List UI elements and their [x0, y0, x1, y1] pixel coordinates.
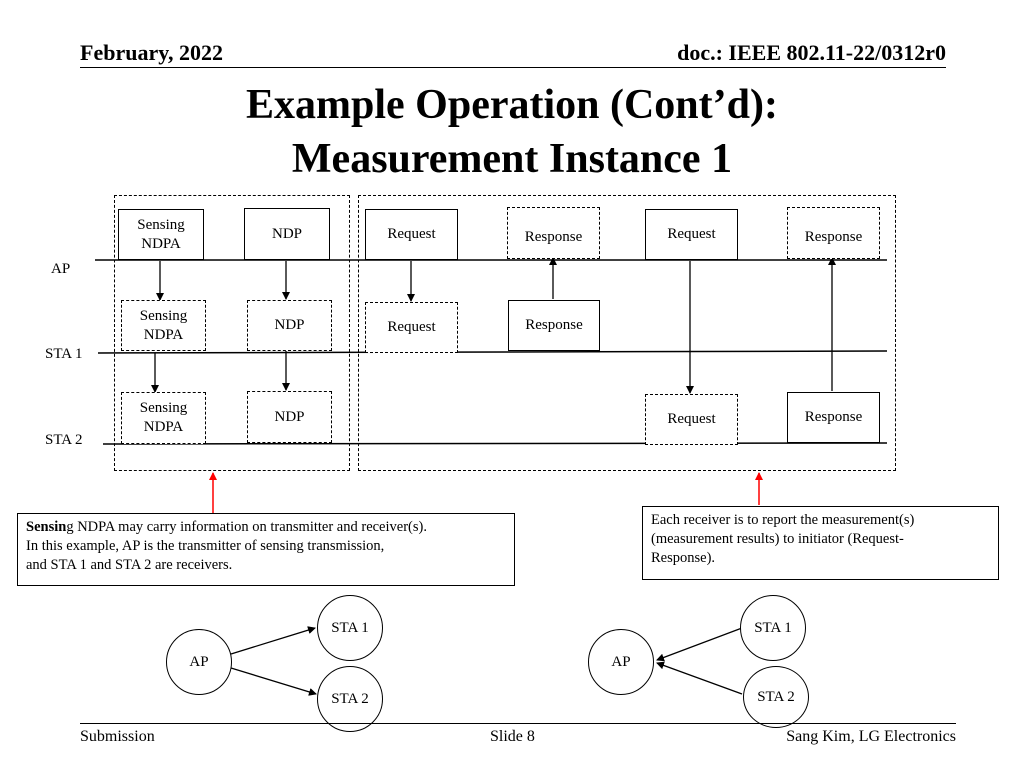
left-note-line-1-rest: g NDPA may carry information on transmit…	[66, 519, 427, 535]
right-note: Each receiver is to report the measureme…	[642, 506, 999, 580]
header-divider	[80, 67, 946, 68]
ap-request-2-label: Request	[667, 226, 716, 242]
sta1-ndp-label: NDP	[274, 317, 305, 333]
ap-ndp-frame: NDP	[244, 208, 330, 260]
footer-submission: Submission	[80, 728, 155, 745]
slide-title: Example Operation (Cont’d): Measurement …	[0, 78, 1024, 186]
sta2-timeline	[102, 442, 888, 445]
sta1-sensing-ndpa-frame: Sensing NDPA	[121, 300, 206, 351]
ap-request-frame-2: Request	[645, 209, 738, 260]
sta2-ndp-label: NDP	[274, 408, 305, 425]
left-graph-sta2-label: STA 2	[331, 690, 369, 707]
title-line-1: Example Operation (Cont’d):	[246, 82, 778, 128]
sta1-timeline	[97, 350, 888, 354]
right-note-line-2: (measurement results) to initiator (Requ…	[651, 531, 904, 547]
sta2-sensing-ndpa-frame: Sensing NDPA	[121, 392, 206, 444]
ap-response-1-label: Response	[524, 229, 583, 245]
sta2-ndp-frame: NDP	[247, 391, 332, 443]
left-note-line-2: In this example, AP is the transmitter o…	[26, 538, 385, 554]
sta1-request-label: Request	[387, 319, 436, 335]
sta2-sensing-ndpa-label: Sensing NDPA	[139, 400, 188, 435]
sounding-phase-region	[114, 195, 350, 471]
left-note-line-1: Sensing NDPA may carry information on tr…	[26, 518, 506, 537]
left-note-line-3: and STA 1 and STA 2 are receivers.	[26, 557, 233, 573]
sta1-label: STA 1	[45, 346, 83, 362]
left-graph-sta1-label: STA 1	[331, 619, 369, 636]
ap-request-frame-1: Request	[365, 209, 458, 260]
ap-label: AP	[51, 261, 71, 277]
footer-author: Sang Kim, LG Electronics	[786, 728, 956, 745]
edge-sta1-ap-right	[656, 627, 743, 662]
header-date: February, 2022	[80, 40, 223, 65]
sta2-label: STA 2	[45, 432, 83, 448]
sta2-response-frame: Response	[787, 392, 880, 443]
left-graph-ap-label: AP	[189, 653, 209, 670]
sta1-response-frame: Response	[508, 300, 600, 351]
sta2-request-frame: Request	[645, 394, 738, 445]
left-note: Sensing NDPA may carry information on tr…	[17, 513, 515, 586]
ap-response-2-label: Response	[804, 229, 863, 245]
sta1-response-label: Response	[525, 317, 583, 333]
left-graph-sta1-node: STA 1	[317, 595, 383, 661]
sta2-request-label: Request	[667, 411, 716, 427]
right-graph-sta2-node: STA 2	[743, 666, 809, 728]
ap-sensing-ndpa-label: Sensing NDPA	[137, 216, 185, 252]
header-doc-id: doc.: IEEE 802.11-22/0312r0	[677, 40, 946, 65]
sta1-request-frame: Request	[365, 302, 458, 353]
title-line-2: Measurement Instance 1	[291, 136, 733, 182]
sta2-response-label: Response	[804, 409, 863, 425]
right-graph-ap-node: AP	[588, 629, 654, 695]
sta1-sensing-ndpa-label: Sensing NDPA	[139, 307, 188, 343]
left-note-bold: Sensin	[26, 519, 67, 535]
footer-divider	[80, 723, 956, 724]
ap-response-frame-2: Response	[787, 207, 880, 259]
left-graph-ap-node: AP	[166, 629, 232, 695]
right-graph-ap-label: AP	[611, 653, 631, 670]
right-graph-sta2-label: STA 2	[757, 688, 795, 705]
sta1-ndp-frame: NDP	[247, 300, 332, 351]
right-graph-sta1-label: STA 1	[754, 619, 792, 636]
footer-slide-number: Slide 8	[490, 728, 535, 745]
edge-sta2-ap-right	[656, 661, 743, 695]
edge-ap-sta1-left	[230, 626, 316, 655]
right-graph-sta1-node: STA 1	[740, 595, 806, 661]
edge-ap-sta2-left	[230, 667, 317, 696]
reporting-phase-region	[358, 195, 896, 471]
right-note-line-3: Response).	[651, 550, 716, 566]
ap-ndp-label: NDP	[271, 225, 302, 242]
ap-sensing-ndpa-frame: Sensing NDPA	[118, 209, 204, 260]
right-note-line-1: Each receiver is to report the measureme…	[651, 512, 915, 528]
left-graph-sta2-node: STA 2	[317, 666, 383, 732]
ap-request-1-label: Request	[387, 226, 436, 242]
ap-response-frame-1: Response	[507, 207, 600, 259]
